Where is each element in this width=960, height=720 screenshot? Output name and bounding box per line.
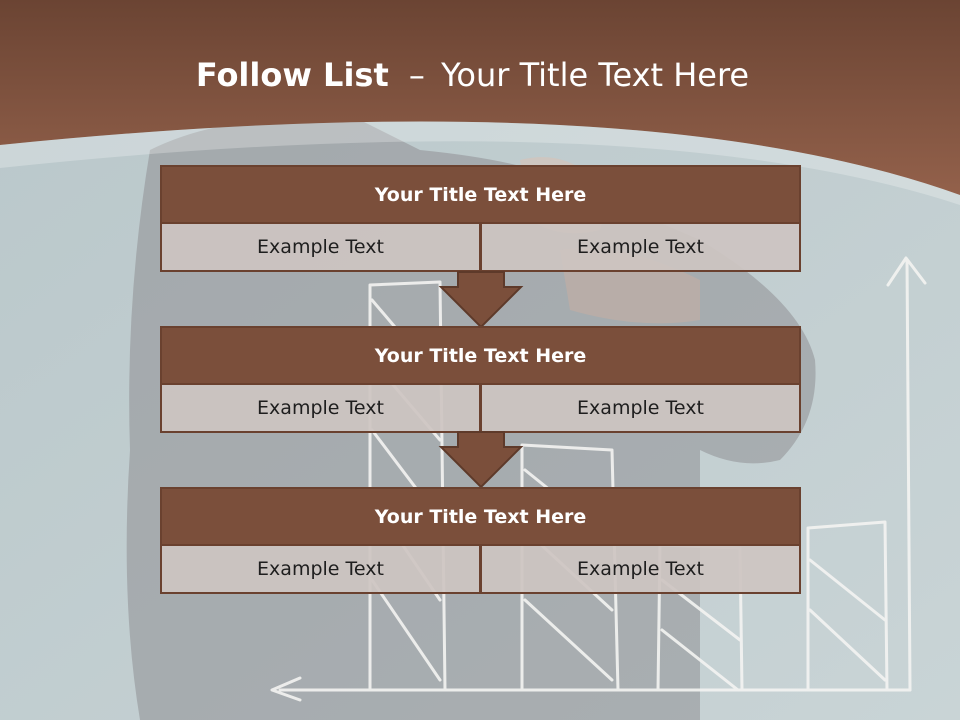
block-title: Your Title Text Here: [160, 487, 801, 546]
up-arrow-sketch: [905, 258, 912, 692]
block-cell-left: Example Text: [160, 383, 481, 433]
block-cell-right: Example Text: [480, 383, 801, 433]
block-cell-right: Example Text: [480, 222, 801, 272]
list-block-3: Your Title Text Here Example Text Exampl…: [160, 487, 801, 594]
title-bold: Follow List: [195, 56, 389, 94]
header-band: [0, 0, 960, 195]
list-block-2: Your Title Text Here Example Text Exampl…: [160, 326, 801, 433]
down-arrow-icon: [438, 431, 524, 489]
title-dash: –: [408, 56, 425, 94]
down-arrow-icon: [438, 271, 524, 329]
page-title: Follow List – Your Title Text Here: [0, 52, 945, 98]
block-cell-left: Example Text: [160, 222, 481, 272]
list-block-1: Your Title Text Here Example Text Exampl…: [160, 165, 801, 272]
block-title: Your Title Text Here: [160, 165, 801, 224]
block-cell-left: Example Text: [160, 544, 481, 594]
title-rest: Your Title Text Here: [441, 56, 750, 94]
block-title: Your Title Text Here: [160, 326, 801, 385]
block-cell-right: Example Text: [480, 544, 801, 594]
